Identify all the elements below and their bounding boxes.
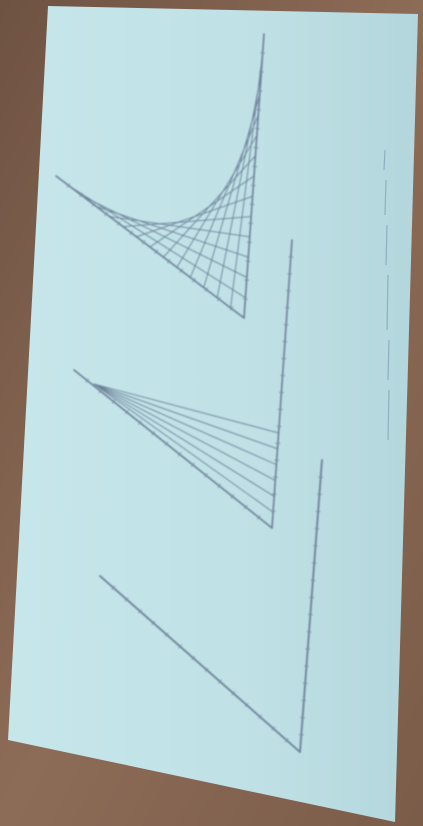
axis-line [73,369,273,529]
fan-line [93,383,278,450]
tick-mark [129,230,133,235]
tick-mark [231,691,236,696]
tick-mark [91,202,96,207]
tick-mark [177,452,182,457]
figure-single-line [99,459,324,753]
fan-line [93,383,276,481]
stitch-line [95,205,249,258]
stitch-line [82,195,248,278]
tick-mark [243,504,248,509]
tick-mark [244,703,249,708]
tick-mark [138,609,142,614]
tick-mark [98,389,103,394]
tick-mark [164,441,169,446]
tick-mark [229,306,234,311]
tick-mark [79,192,83,198]
tick-mark [111,399,116,404]
tick-mark [204,473,208,478]
tick-mark [257,515,261,520]
caption-scribble [383,149,390,441]
tick-mark [258,714,262,719]
tick-mark [217,483,221,488]
axis-line [299,459,323,753]
fan-line [93,383,274,513]
tick-mark [151,431,155,436]
tick-mark [164,632,169,637]
tick-mark [178,644,182,649]
tick-mark [85,378,89,383]
tick-mark [230,494,235,499]
tick-mark [104,211,108,216]
tick-mark [204,667,209,672]
tick-mark [151,620,156,625]
tick-mark [142,240,146,245]
tick-mark [192,278,196,283]
figure-fan [73,239,294,529]
figure-curve-stitch [55,33,266,319]
tick-mark [284,738,289,743]
tick-mark [66,183,71,188]
tick-mark [218,679,222,684]
tick-mark [124,597,129,602]
tick-mark [191,656,196,661]
tick-mark [111,585,116,590]
tick-mark [204,287,209,292]
tick-mark [116,221,121,226]
fan-line [93,383,277,466]
tick-mark [125,410,129,415]
stitch-line [109,216,251,238]
tick-mark [138,420,142,425]
stitch-line [122,216,252,228]
fan-line [93,383,280,434]
tick-mark [271,726,276,731]
stitch-line [68,185,246,299]
tick-mark [191,462,195,467]
stitch-line [136,195,254,238]
tick-mark [167,259,171,264]
tick-mark [179,268,184,273]
paper-sheet [8,6,418,822]
axis-line [99,575,301,753]
stitch-line [149,175,255,248]
fan-line [93,383,275,497]
tick-mark [217,296,221,302]
tick-mark [154,249,158,254]
